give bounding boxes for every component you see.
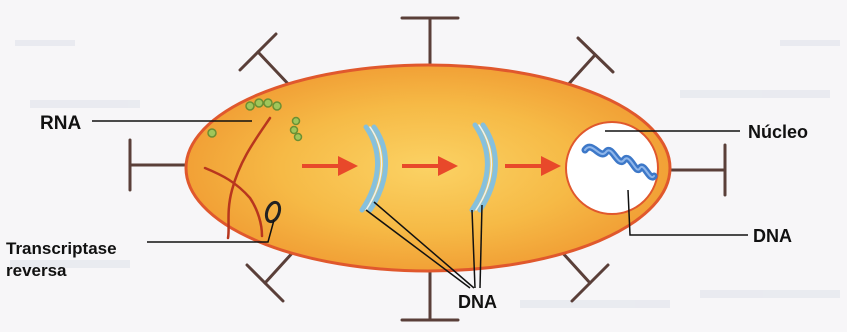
surface-spike-icon bbox=[565, 38, 613, 88]
surface-spike-icon bbox=[560, 250, 608, 301]
label-dna-bottom: DNA bbox=[458, 292, 497, 312]
label-rna: RNA bbox=[40, 113, 81, 134]
label-dna-nucleus: DNA bbox=[753, 226, 792, 246]
label-transcriptase-line2: reversa bbox=[6, 261, 67, 280]
surface-spike-icon bbox=[402, 270, 458, 320]
surface-spike-icon bbox=[247, 250, 295, 301]
surface-spike-icon bbox=[665, 145, 725, 195]
surface-spike-icon bbox=[240, 34, 292, 88]
label-transcriptase-line1: Transcriptase bbox=[6, 239, 117, 258]
label-nucleus: Núcleo bbox=[748, 122, 808, 142]
surface-spike-icon bbox=[402, 18, 458, 65]
surface-spike-icon bbox=[130, 140, 190, 190]
